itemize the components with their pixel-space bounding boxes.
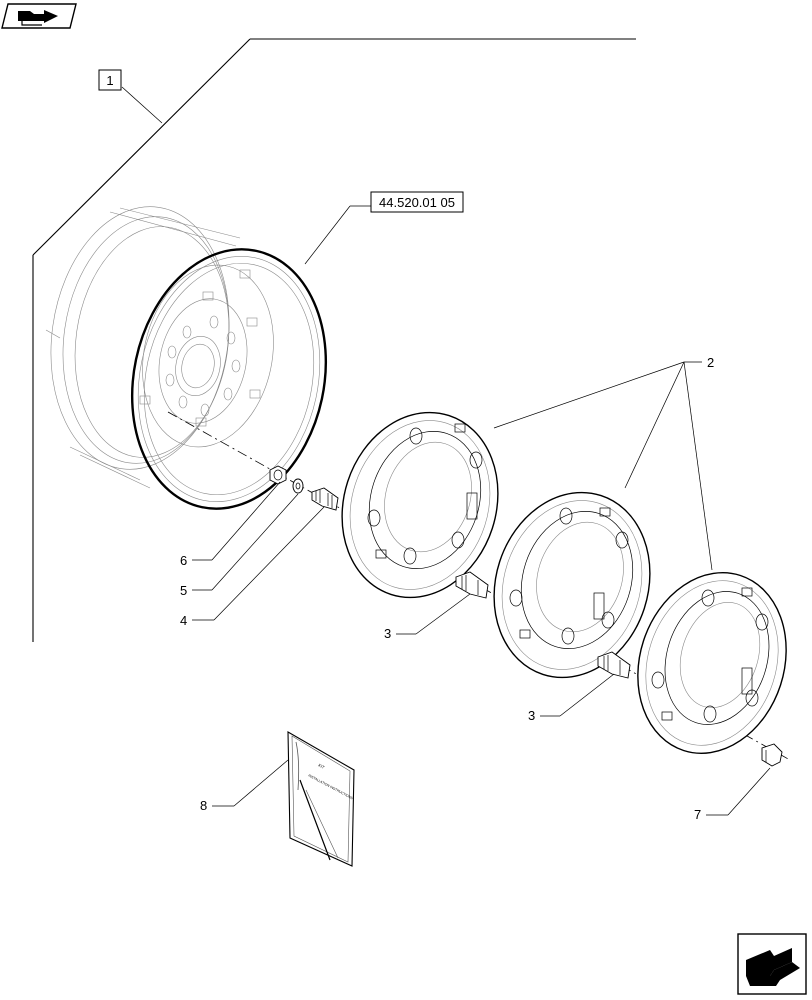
- stud-3a[interactable]: [455, 571, 489, 599]
- svg-text:44.520.01 05: 44.520.01 05: [379, 195, 455, 210]
- wheel-bolt-holes: [165, 315, 241, 417]
- group-bracket: [32, 38, 636, 642]
- svg-text:1: 1: [106, 73, 113, 88]
- stud-3b[interactable]: [597, 651, 631, 679]
- callout-8: 8: [200, 798, 207, 813]
- threaded-stud[interactable]: [311, 487, 339, 511]
- leader-lines: [192, 361, 771, 816]
- book-arrow-icon[interactable]: [1, 3, 77, 29]
- reference-callout[interactable]: 44.520.01 05: [304, 191, 464, 265]
- callout-1: 1: [98, 69, 122, 91]
- washer[interactable]: [292, 478, 304, 494]
- instruction-manual[interactable]: KIT INSTALLATION INSTRUCTIONS: [287, 731, 355, 867]
- bolt[interactable]: [761, 743, 783, 767]
- callout-2: 2: [707, 355, 714, 370]
- wheel-rim: [45, 206, 328, 510]
- spacer-ring-1[interactable]: [319, 392, 522, 618]
- callout-3a: 3: [384, 626, 391, 641]
- callout-3b: 3: [528, 708, 535, 723]
- callout-6: 6: [180, 553, 187, 568]
- callout-4: 4: [180, 613, 187, 628]
- callout-7: 7: [694, 807, 701, 822]
- spacer-ring-2[interactable]: [471, 472, 674, 698]
- svg-text:KIT: KIT: [318, 762, 326, 770]
- wheel-nut[interactable]: [269, 465, 287, 485]
- spacer-ring-3[interactable]: [615, 553, 809, 772]
- next-page-arrow-icon[interactable]: [737, 933, 807, 995]
- callout-5: 5: [180, 583, 187, 598]
